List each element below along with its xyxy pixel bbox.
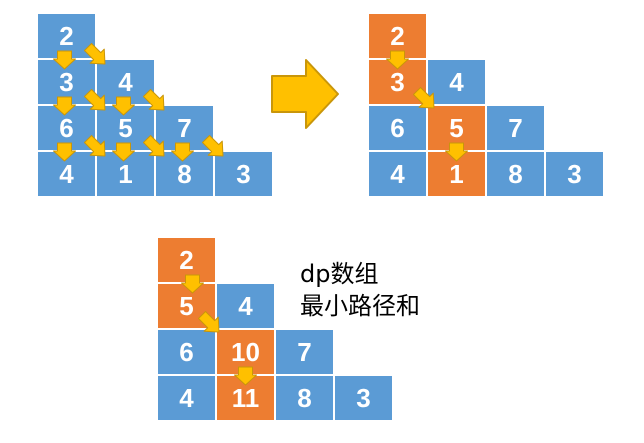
path-cell-r2-c1: 5 (426, 104, 487, 152)
caption-line-2: 最小路径和 (300, 292, 420, 320)
down-arrow-icon (171, 142, 194, 162)
path-cell-value: 5 (449, 113, 463, 143)
path-cell-value: 1 (449, 159, 463, 189)
down-arrow-icon (53, 142, 76, 162)
original-cell-box (213, 150, 274, 198)
dp-cell-r3-c0: 4 (156, 374, 217, 422)
path-cell-r2-c0: 6 (367, 104, 428, 152)
dp-down-arrow-icon (234, 366, 257, 386)
path-cell-box (544, 150, 605, 198)
path-cell-value: 2 (390, 21, 404, 51)
path-diagonal-arrow-icon (412, 86, 435, 109)
dp-cell-value: 6 (179, 337, 193, 367)
dp-cell-r1-c1: 4 (215, 282, 276, 330)
path-cell-value: 8 (508, 159, 522, 189)
original-cell-value: 7 (177, 113, 191, 143)
dp-cell-value: 8 (297, 383, 311, 413)
dp-cell-value: 10 (231, 337, 260, 367)
down-arrow-icon (53, 50, 76, 70)
path-cell-box (426, 58, 487, 106)
path-cell-box (485, 150, 546, 198)
original-cell-r3-c3: 3 (213, 150, 274, 198)
path-cell-value: 4 (449, 67, 464, 97)
down-arrow-icon (112, 96, 135, 116)
path-cell-value: 4 (390, 159, 405, 189)
path-cell-box (367, 150, 428, 198)
dp-cell-value: 7 (297, 337, 311, 367)
transition-arrow (271, 59, 339, 129)
dp-cell-box (333, 374, 394, 422)
original-cell-value: 6 (59, 113, 73, 143)
path-cell-r2-c2: 7 (485, 104, 546, 152)
original-cell-value: 3 (236, 159, 250, 189)
down-arrow-icon (112, 142, 135, 162)
dp-cell-value: 4 (179, 383, 194, 413)
path-cell-value: 3 (390, 67, 404, 97)
diagonal-arrow-icon (142, 88, 165, 111)
down-arrow-icon (53, 96, 76, 116)
dp-cell-r2-c0: 6 (156, 328, 217, 376)
path-down-arrow-icon (445, 142, 468, 162)
path-cell-r1-c1: 4 (426, 58, 487, 106)
diagonal-arrow-icon (201, 134, 224, 157)
path-cell-value: 3 (567, 159, 581, 189)
dp-down-arrow-icon (181, 274, 204, 294)
path-cell-box (485, 104, 546, 152)
original-cell-value: 8 (177, 159, 191, 189)
diagonal-arrow-icon (83, 88, 106, 111)
original-cell-value: 1 (118, 159, 132, 189)
dp-cell-value: 5 (179, 291, 193, 321)
original-cell-value: 5 (118, 113, 132, 143)
triangle-original: 2 3 4 6 5 7 4 1 8 3 (36, 12, 274, 198)
dp-cell-value: 11 (232, 383, 260, 413)
path-cell-r3-c2: 8 (485, 150, 546, 198)
triangle-min-path: 2 3 4 6 5 7 4 1 8 3 (367, 12, 605, 198)
dp-diagonal-arrow-icon (197, 310, 220, 333)
dp-cell-value: 4 (238, 291, 253, 321)
original-cell-value: 3 (59, 67, 73, 97)
dp-cell-value: 3 (356, 383, 370, 413)
dp-cell-value: 2 (179, 245, 193, 275)
diagonal-arrow-icon (142, 134, 165, 157)
diagonal-arrow-icon (83, 42, 106, 65)
caption-line-1: dp数组 (300, 260, 379, 288)
dp-cell-box (215, 374, 276, 422)
triangle-dp-array: 2 5 4 6 10 7 4 11 8 3 (156, 236, 394, 422)
path-down-arrow-icon (386, 50, 409, 70)
original-cell-value: 4 (118, 67, 133, 97)
dp-cell-r3-c1: 11 (215, 374, 276, 422)
path-cell-value: 6 (390, 113, 404, 143)
dp-cell-box (274, 374, 335, 422)
dp-cell-r2-c1: 10 (215, 328, 276, 376)
dp-caption: dp数组 最小路径和 (300, 258, 420, 322)
path-cell-value: 7 (508, 113, 522, 143)
dp-cell-r2-c2: 7 (274, 328, 335, 376)
path-cell-r3-c0: 4 (367, 150, 428, 198)
dp-cell-r3-c3: 3 (333, 374, 394, 422)
dp-cell-box (156, 374, 217, 422)
dp-cell-box (274, 328, 335, 376)
diagonal-arrow-icon (83, 134, 106, 157)
dp-cell-r3-c2: 8 (274, 374, 335, 422)
original-cell-value: 2 (59, 21, 73, 51)
path-cell-r3-c3: 3 (544, 150, 605, 198)
original-cell-value: 4 (59, 159, 74, 189)
